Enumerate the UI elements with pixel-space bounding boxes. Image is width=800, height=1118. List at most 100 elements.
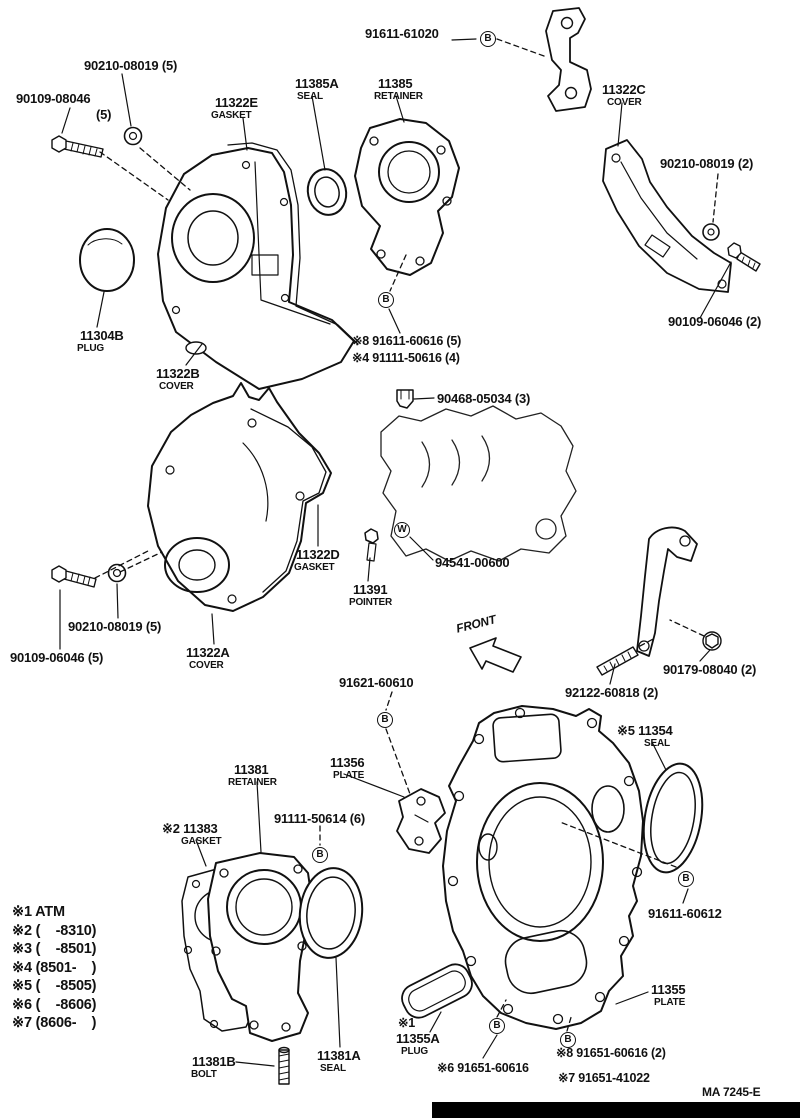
label-11322A-name: COVER (189, 660, 224, 671)
bolt-90109-top-left (51, 135, 104, 158)
engine-block-outline (380, 405, 577, 562)
label-11304B: 11304B (80, 328, 124, 343)
document-code: MA 7245-E (702, 1085, 761, 1099)
part-gasket-11322D (250, 408, 327, 593)
label-91621-60610: 91621-60610 (339, 675, 414, 690)
label-note4-91111-50616: ※4 91111-50616 (4) (352, 351, 460, 365)
part-bolt-11381B (278, 1046, 290, 1085)
washer-90210-mid-left (107, 563, 127, 583)
legend-item-4: ※4 (8501- ) (12, 960, 97, 976)
label-11356: 11356 (330, 755, 365, 770)
label-11381: 11381 (234, 762, 269, 777)
part-clip-90468 (396, 389, 414, 409)
part-bolt-90179 (702, 631, 722, 651)
leader-lines-solid (59, 38, 732, 1067)
label-11383: ※2 11383 (162, 821, 218, 836)
washer-90210-top-right (702, 223, 720, 241)
label-note6-91651-60616: ※6 91651-60616 (437, 1061, 529, 1075)
label-11322B-name: COVER (159, 381, 194, 392)
washer-90210-top-left (123, 126, 143, 146)
label-90179-08040: 90179-08040 (2) (663, 662, 757, 677)
label-91611-60612: 91611-60612 (648, 906, 722, 921)
front-arrow (469, 637, 522, 673)
part-plate-11356 (396, 788, 446, 854)
washer-symbol-icon: W (394, 522, 410, 538)
part-plug-11304B (79, 228, 135, 292)
part-stud-92122 (596, 646, 639, 676)
part-pointer-11391 (364, 528, 379, 562)
label-11381A: 11381A (317, 1048, 361, 1063)
part-cover-11322A (147, 382, 332, 612)
part-hook-bracket (545, 7, 592, 112)
label-11354: ※5 11354 (617, 723, 673, 738)
label-11322E-name: GASKET (211, 110, 252, 121)
label-11391-name: POINTER (349, 597, 393, 608)
label-note7-91651-41022: ※7 91651-41022 (558, 1071, 650, 1085)
label-91111-50614: 91111-50614 (6) (274, 811, 365, 826)
label-91611-61020: 91611-61020 (365, 26, 439, 41)
bolt-90109-top-right (727, 242, 761, 272)
bolt-symbol-icon: B (489, 1018, 505, 1034)
legend-item-6: ※6 ( -8606) (12, 997, 97, 1013)
label-11304B-name: PLUG (77, 343, 104, 354)
legend-item-2: ※2 ( -8310) (12, 923, 97, 939)
bolt-symbol-icon: B (312, 847, 328, 863)
label-90210-08019-5-mid: 90210-08019 (5) (68, 619, 162, 634)
label-11391: 11391 (353, 582, 388, 597)
label-11355-name: PLATE (654, 997, 686, 1008)
label-90468-05034: 90468-05034 (3) (437, 391, 531, 406)
bolt-90109-mid-left (51, 565, 97, 588)
legend-item-1: ※1 ATM (12, 904, 65, 920)
label-90109-06046-2: 90109-06046 (2) (668, 314, 762, 329)
label-11322D-name: GASKET (294, 562, 335, 573)
part-seal-11385A (306, 168, 348, 216)
legend-item-7: ※7 (8606- ) (12, 1015, 97, 1031)
bottom-scan-bar (432, 1102, 800, 1118)
label-11381-name: RETAINER (228, 777, 277, 788)
bolt-symbol-icon: B (678, 871, 694, 887)
label-11322C-name: COVER (607, 97, 642, 108)
label-90109-06046-5: 90109-06046 (5) (10, 650, 104, 665)
label-11385A-name: SEAL (297, 91, 323, 102)
label-11356-name: PLATE (333, 770, 365, 781)
label-90109-08046: 90109-08046 (16, 91, 91, 106)
label-11322E: 11322E (215, 95, 258, 110)
legend-item-3: ※3 ( -8501) (12, 941, 97, 957)
label-11381B-name: BOLT (191, 1069, 217, 1080)
label-11354-name: SEAL (644, 738, 670, 749)
label-11355: 11355 (651, 982, 686, 997)
bolt-symbol-icon: B (560, 1032, 576, 1048)
part-plate-11355 (442, 705, 644, 1030)
label-11383-name: GASKET (181, 836, 222, 847)
label-11385: 11385 (378, 76, 413, 91)
label-11355A-name: PLUG (401, 1046, 428, 1057)
label-11322A: 11322A (186, 645, 230, 660)
part-seal-11354 (642, 762, 704, 874)
part-plug-11355A (401, 963, 473, 1019)
label-90210-08019-5-top: 90210-08019 (5) (84, 58, 178, 73)
part-bracket-right (636, 526, 698, 657)
label-94541-00600: 94541-00600 (435, 555, 510, 570)
label-note8-91611-60616: ※8 91611-60616 (5) (352, 334, 462, 348)
label-92122-60818: 92122-60818 (2) (565, 685, 659, 700)
label-11322C: 11322C (602, 82, 646, 97)
leader-lines-dashed (94, 38, 719, 1032)
label-90210-08019-2: 90210-08019 (2) (660, 156, 754, 171)
label-90109-08046-qty: (5) (96, 107, 112, 122)
label-11322D: 11322D (296, 547, 340, 562)
label-11381B: 11381B (192, 1054, 236, 1069)
bolt-symbol-icon: B (377, 712, 393, 728)
part-gasket-11322E (227, 142, 359, 345)
label-11322B: 11322B (156, 366, 200, 381)
part-seal-11381A (298, 867, 364, 959)
part-cover-11322B (157, 147, 355, 390)
label-note8-91651-60616: ※8 91651-60616 (2) (556, 1046, 666, 1060)
bolt-symbol-icon: B (378, 292, 394, 308)
part-retainer-11385 (354, 118, 460, 276)
label-11381A-name: SEAL (320, 1063, 346, 1074)
label-11385-name: RETAINER (374, 91, 423, 102)
label-11355A: 11355A (396, 1031, 440, 1046)
legend-item-5: ※5 ( -8505) (12, 978, 97, 994)
